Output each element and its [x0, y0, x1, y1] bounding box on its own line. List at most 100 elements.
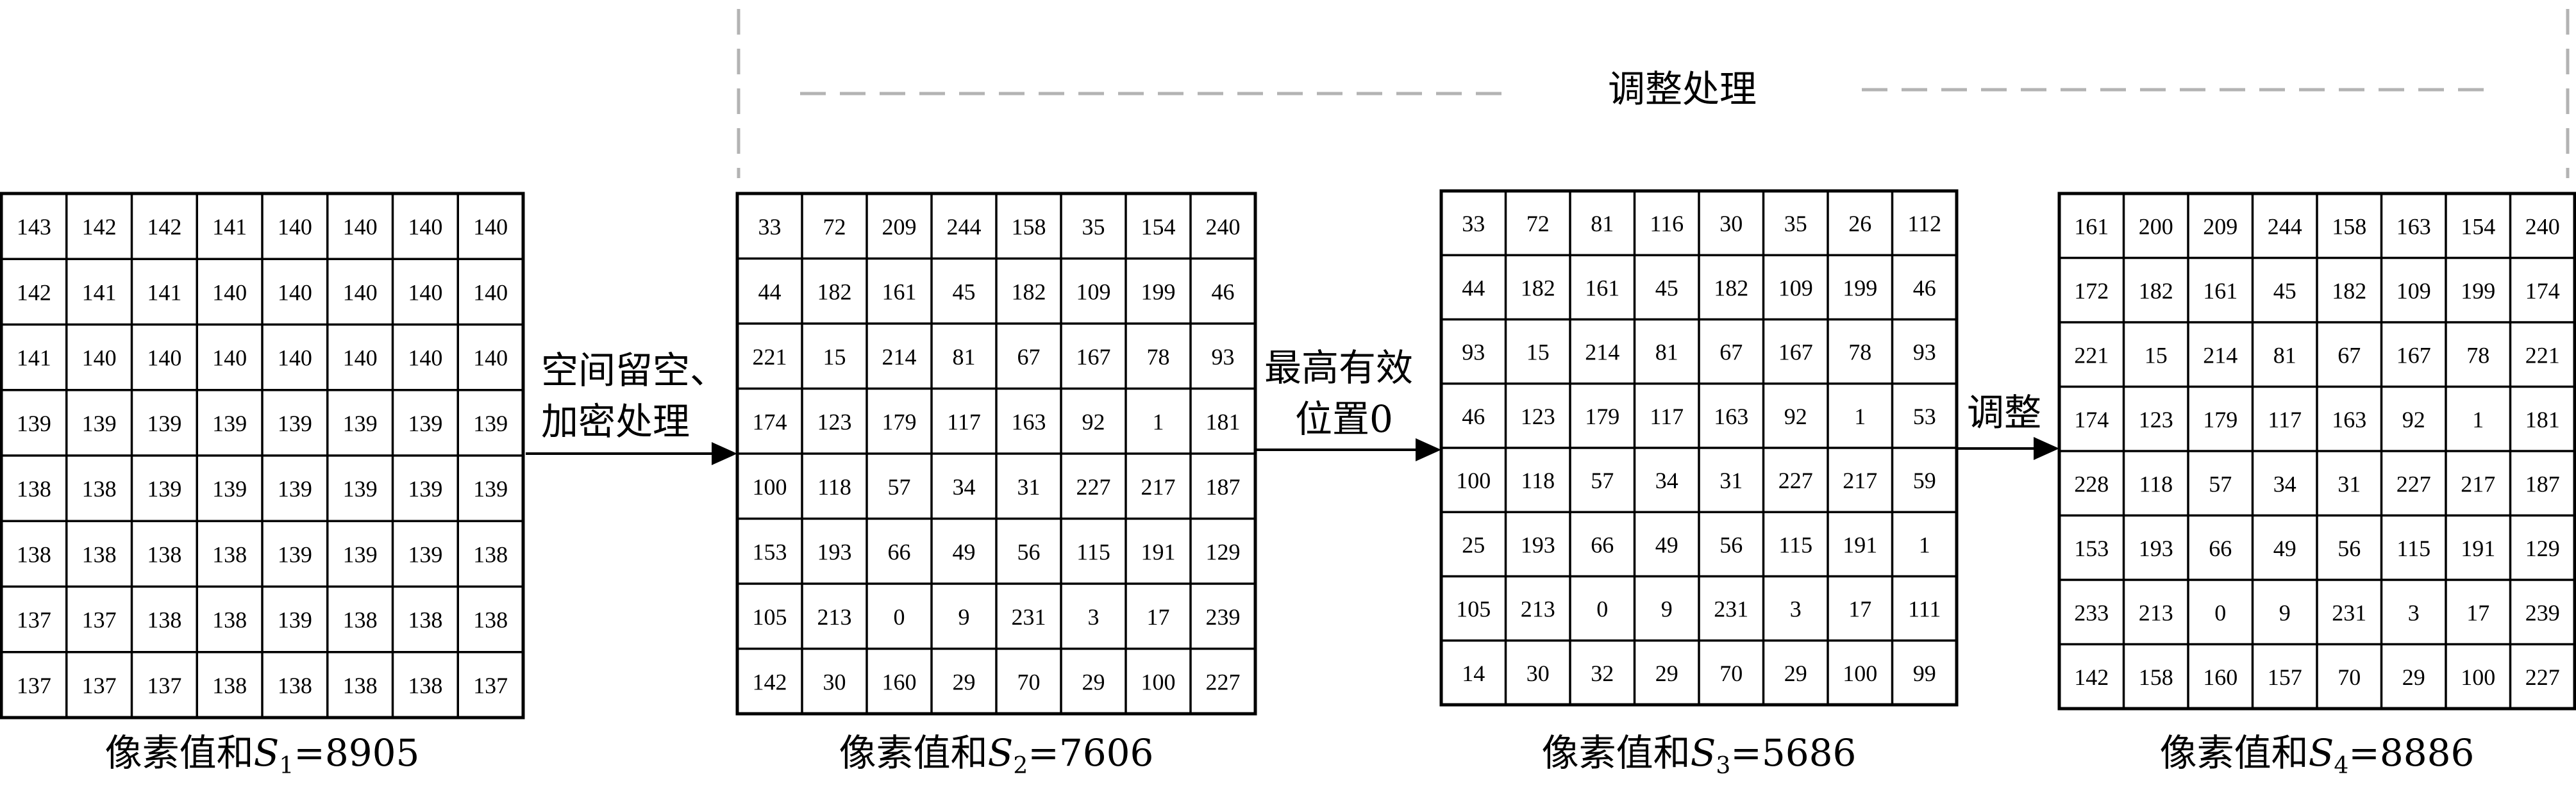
matrix-cell: 217 — [1141, 474, 1176, 500]
matrix-cell: 217 — [2461, 471, 2495, 497]
matrix-cell: 100 — [1456, 468, 1491, 493]
matrix-cell: 129 — [2525, 536, 2560, 561]
matrix-cell: 179 — [882, 409, 917, 434]
matrix-cell: 161 — [2074, 213, 2109, 239]
matrix-cell: 35 — [1784, 211, 1807, 236]
matrix-cell: 57 — [1591, 468, 1614, 493]
matrix-cell: 117 — [1650, 404, 1684, 429]
matrix-cell: 30 — [1719, 211, 1743, 236]
matrix-cell: 100 — [753, 474, 787, 500]
matrix-cell: 70 — [1017, 669, 1041, 695]
matrix-cell: 138 — [343, 673, 378, 698]
matrix-cell: 1 — [1919, 532, 1930, 557]
arrow-3-label: 调整 — [1967, 391, 2041, 434]
caption-variable: S — [2309, 731, 2334, 775]
matrix-cell: 139 — [408, 411, 442, 436]
caption-value: =7606 — [1028, 731, 1153, 775]
matrix-cell: 140 — [343, 279, 378, 305]
matrix-cell: 228 — [2074, 471, 2109, 497]
matrix-cell: 167 — [1778, 340, 1813, 365]
matrix-cell: 57 — [888, 474, 911, 500]
matrix-cell: 182 — [1714, 275, 1748, 300]
matrix-cell: 139 — [408, 541, 442, 567]
arrows: 空间留空、 加密处理 最高有效 位置0 调整 — [526, 346, 2059, 465]
matrix-cell: 49 — [953, 539, 976, 564]
matrix-cell: 231 — [1714, 597, 1748, 622]
matrix-cell: 138 — [17, 541, 51, 567]
matrix-cell: 227 — [1076, 474, 1111, 500]
matrix-cell: 182 — [1521, 275, 1555, 300]
matrix-cell: 14 — [1462, 661, 1485, 686]
matrix-cell: 118 — [817, 474, 851, 500]
matrix-cell: 67 — [2338, 342, 2361, 368]
matrix-cell: 153 — [2074, 536, 2109, 561]
matrix-cell: 66 — [1591, 532, 1614, 557]
matrix-cell: 123 — [2139, 407, 2173, 432]
matrix-cell: 111 — [1908, 597, 1941, 622]
matrix-cell: 59 — [1913, 468, 1936, 493]
matrix-cell: 29 — [1655, 661, 1678, 686]
matrix-cell: 9 — [2279, 600, 2291, 625]
matrix-cell: 44 — [1462, 275, 1485, 300]
matrix-cell: 231 — [1012, 604, 1046, 630]
matrix-cell: 140 — [408, 214, 442, 240]
matrix-cell: 139 — [278, 541, 312, 567]
matrix-cell: 53 — [1913, 404, 1936, 429]
matrix-cell: 117 — [2268, 407, 2302, 432]
matrix-cell: 139 — [408, 476, 442, 502]
matrix-cell: 17 — [1848, 597, 1871, 622]
matrix-cell: 160 — [2203, 664, 2237, 690]
matrix-cell: 105 — [1456, 597, 1491, 622]
matrix-cell: 138 — [278, 673, 312, 698]
matrix-cell: 221 — [2525, 342, 2560, 368]
matrix-cell: 244 — [2268, 213, 2302, 239]
matrix-cell: 138 — [343, 607, 378, 633]
matrix-cell: 46 — [1212, 279, 1235, 304]
matrix-cell: 213 — [2139, 600, 2173, 625]
matrix-cell: 139 — [212, 476, 247, 502]
matrix-cell: 70 — [2338, 664, 2361, 690]
caption-variable: S — [254, 731, 280, 775]
matrix-cell: 140 — [473, 279, 508, 305]
matrix-cell: 179 — [2203, 407, 2237, 432]
matrix-cell: 137 — [17, 673, 51, 698]
caption-value: =5686 — [1730, 731, 1856, 775]
matrix-cell: 1 — [1854, 404, 1866, 429]
matrix-cell: 49 — [2273, 536, 2296, 561]
matrix-cell: 35 — [1082, 214, 1105, 240]
matrix-cell: 193 — [2139, 536, 2173, 561]
matrix-cell: 167 — [2396, 342, 2431, 368]
matrix-cell: 140 — [212, 345, 247, 371]
arrow-2-label-line-2: 位置0 — [1295, 397, 1393, 441]
matrix-cell: 93 — [1212, 344, 1235, 370]
matrix-cell: 116 — [1650, 211, 1684, 236]
matrix-cell: 100 — [1843, 661, 1877, 686]
matrix-cell: 138 — [473, 541, 508, 567]
matrix-cell: 244 — [947, 214, 982, 240]
matrix-cell: 227 — [1778, 468, 1813, 493]
matrix-cell: 137 — [82, 607, 117, 633]
matrix-cell: 142 — [82, 214, 117, 240]
matrix-cell: 138 — [473, 607, 508, 633]
matrix-cell: 182 — [1012, 279, 1046, 304]
matrix-cell: 154 — [2461, 213, 2495, 239]
matrix-cell: 142 — [17, 279, 51, 305]
caption-prefix: 像素值和 — [839, 731, 988, 775]
matrix-cell: 199 — [2461, 278, 2495, 304]
matrix-cell: 117 — [947, 409, 981, 434]
matrix-cell: 29 — [2402, 664, 2425, 690]
matrix-cell: 137 — [82, 673, 117, 698]
matrix-cell: 140 — [343, 345, 378, 371]
matrix-cell: 227 — [2525, 664, 2560, 690]
top-process-label: 调整处理 — [1608, 67, 1757, 111]
matrix-cell: 44 — [758, 279, 782, 304]
matrix-cell: 72 — [1526, 211, 1550, 236]
matrix-cell: 1 — [1153, 409, 1164, 434]
matrix-cell: 181 — [2525, 407, 2560, 432]
matrix-cell: 46 — [1462, 404, 1485, 429]
matrix-cell: 9 — [1661, 597, 1673, 622]
matrix-cell: 199 — [1141, 279, 1176, 304]
matrix-cell: 172 — [2074, 278, 2109, 304]
